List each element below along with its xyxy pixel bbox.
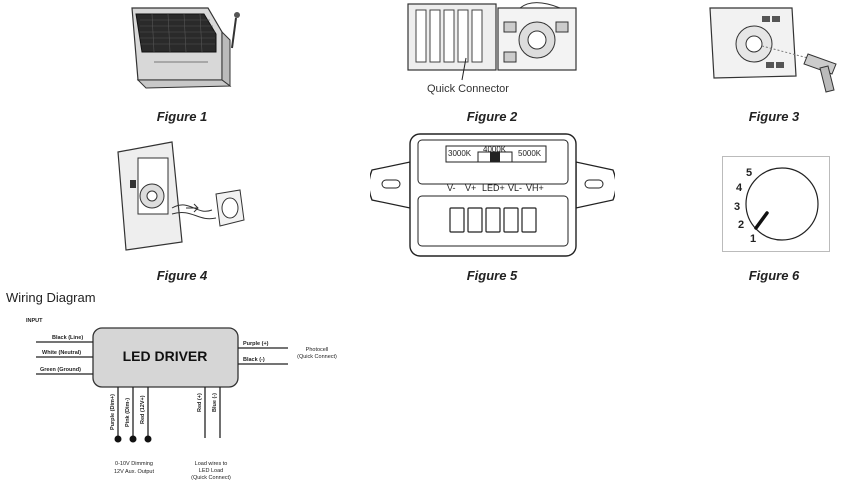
terminal-label-v-minus: V-	[447, 183, 456, 193]
figure-6-caption: Figure 6	[748, 268, 800, 283]
wire-label-purple-dim-plus: Purple (Dim+)	[110, 394, 116, 430]
load-label-line-3: (Quick Connect)	[191, 475, 231, 481]
wire-label-green-ground: Green (Ground)	[40, 367, 81, 373]
dial-number-5: 5	[746, 167, 752, 179]
figure-5-illustration: 3000K 4000K 5000K V- V+ LED+ VL- VH+	[368, 128, 617, 260]
figure-1-illustration	[118, 0, 258, 95]
terminal-label-vl-minus: VL-	[508, 183, 522, 193]
wire-label-pink-dim-minus: Pink (Dim-)	[125, 398, 131, 427]
led-driver-label: LED DRIVER	[123, 348, 208, 364]
wire-label-blue-minus: Blue (-)	[212, 393, 218, 412]
photocell-label-line-2: (Quick Connect)	[297, 354, 337, 360]
figure-3-illustration	[700, 4, 850, 96]
terminal-label-led-plus: LED+	[482, 183, 505, 193]
dial-number-2: 2	[738, 219, 744, 231]
cct-option-3000k: 3000K	[448, 149, 472, 158]
cct-selector	[477, 151, 513, 163]
input-label: INPUT	[26, 318, 43, 324]
dimming-label-line-2: 12V Aux. Output	[114, 469, 155, 475]
figure-4-caption: Figure 4	[156, 268, 208, 283]
terminal-label-vh-plus: VH+	[526, 183, 544, 193]
aux-12v-terminal	[144, 435, 152, 443]
wire-label-black-line: Black (Line)	[52, 335, 83, 341]
figure-5-caption: Figure 5	[466, 268, 518, 283]
figure-1-caption: Figure 1	[156, 109, 208, 124]
dim-minus-terminal	[129, 435, 137, 443]
photocell-label-line-1: Photocell	[306, 347, 329, 353]
load-label-line-2: LED Load	[199, 468, 223, 474]
wire-label-red-12v-plus: Red (12V+)	[140, 395, 146, 424]
figure-6-illustration: 1 2 3 4 5	[722, 156, 830, 252]
load-label-line-1: Load wires to	[195, 461, 228, 467]
wire-label-red-plus: Red (+)	[197, 393, 203, 412]
cct-option-4000k: 4000K	[483, 145, 507, 154]
dial-number-4: 4	[736, 182, 743, 194]
wire-label-purple-plus: Purple (+)	[243, 341, 269, 347]
dial-number-1: 1	[750, 233, 756, 245]
dimming-label-line-1: 0-10V Dimming	[115, 461, 153, 467]
figure-2-caption: Figure 2	[466, 109, 518, 124]
dial-number-3: 3	[734, 201, 740, 213]
figure-2-illustration	[400, 0, 590, 100]
dial-pointer	[754, 211, 769, 230]
dim-plus-terminal	[114, 435, 122, 443]
figure-4-illustration	[112, 138, 252, 258]
wire-label-white-neutral: White (Neutral)	[42, 350, 81, 356]
wiring-diagram-title: Wiring Diagram	[6, 290, 96, 305]
quick-connector-callout: Quick Connector	[427, 83, 509, 95]
wire-label-black-minus: Black (-)	[243, 357, 265, 363]
cct-option-5000k: 5000K	[518, 149, 542, 158]
figure-3-caption: Figure 3	[748, 109, 800, 124]
terminal-label-v-plus: V+	[465, 183, 476, 193]
wiring-diagram: INPUT LED DRIVER Black (Line) White (Neu…	[0, 310, 360, 494]
